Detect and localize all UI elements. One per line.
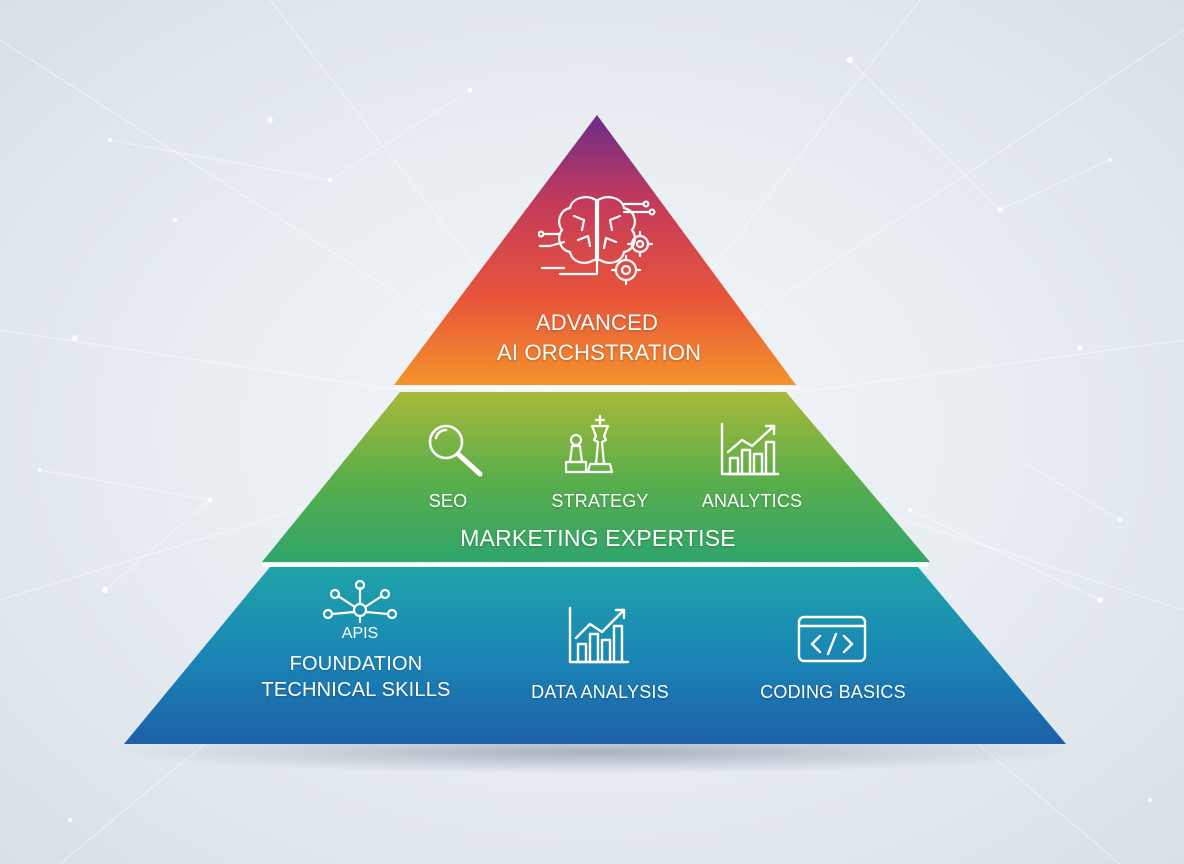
bottom-tier-title: FOUNDATION TECHNICAL SKILLS: [256, 651, 456, 703]
code-window-icon: [797, 615, 867, 663]
top-tier-title-line1: ADVANCED: [535, 310, 659, 335]
data-analysis-label: DATA ANALYSIS: [531, 682, 669, 702]
chess-pieces-icon: [564, 414, 614, 474]
top-tier-title-line2: AI ORCHSTRATION: [497, 340, 702, 365]
api-network-icon: APIS: [322, 580, 398, 642]
api-icon-text: APIS: [342, 625, 378, 642]
bar-chart-trend-icon: [720, 422, 780, 476]
bottom-tier-title-line1: FOUNDATION: [289, 653, 423, 675]
top-tier-title: ADVANCED AI ORCHSTRATION: [497, 309, 702, 366]
growth-chart-icon: [568, 606, 630, 664]
strategy-label: STRATEGY: [551, 491, 649, 511]
middle-tier-title: MARKETING EXPERTISE: [460, 525, 736, 551]
magnifier-icon: [428, 424, 483, 477]
brain-circuit-gears-icon: [538, 196, 656, 286]
pyramid-bottom-tier: [124, 567, 1066, 744]
coding-basics-label: CODING BASICS: [760, 682, 906, 702]
bottom-tier-title-line2: TECHNICAL SKILLS: [261, 679, 451, 701]
analytics-label: ANALYTICS: [701, 491, 803, 511]
seo-label: SEO: [428, 491, 468, 511]
